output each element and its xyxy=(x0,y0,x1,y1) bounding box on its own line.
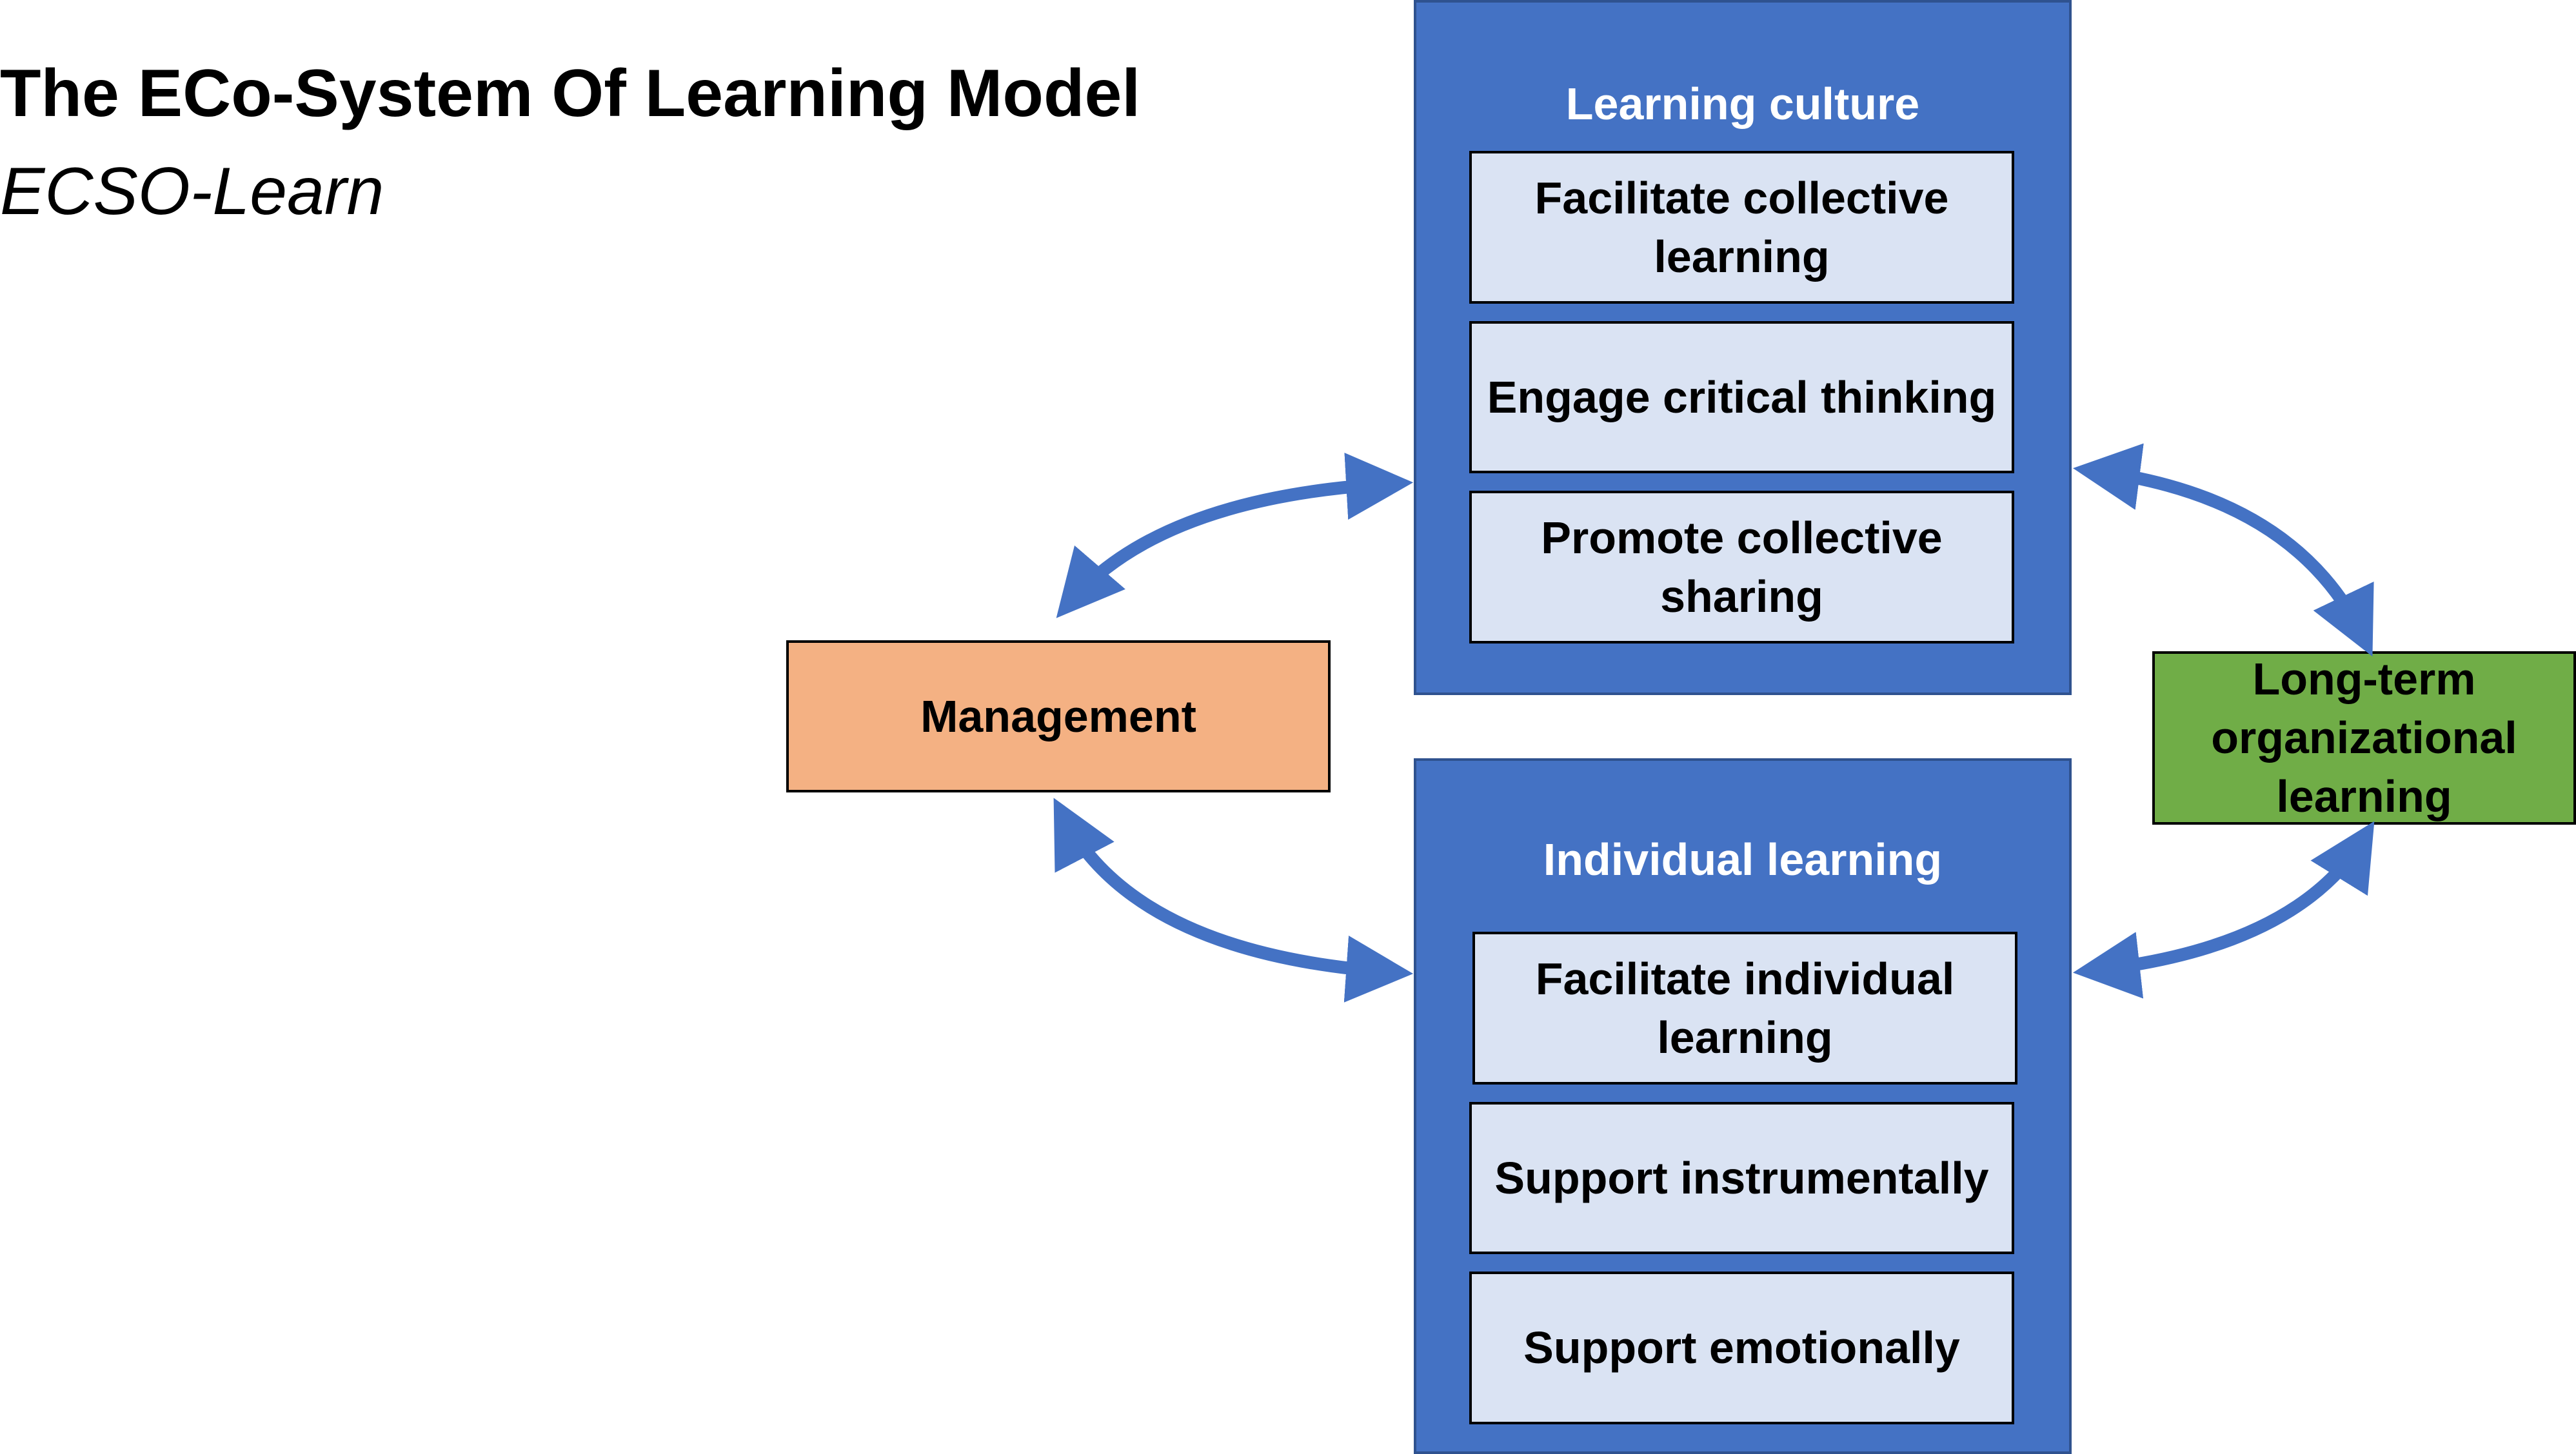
diagram-subtitle: ECSO-Learn xyxy=(0,154,384,229)
facilitate-collective-learning-box: Facilitate collective learning xyxy=(1469,151,2014,304)
diagram-title: The ECo-System Of Learning Model xyxy=(0,56,1141,131)
promote-collective-sharing-box: Promote collective sharing xyxy=(1469,491,2014,643)
facilitate-individual-learning-box: Facilitate individual learning xyxy=(1472,932,2017,1085)
arrow-management-learning-culture xyxy=(1056,453,1414,618)
learning-culture-panel: Learning culture Facilitate collective l… xyxy=(1414,0,2072,695)
support-emotionally-box: Support emotionally xyxy=(1469,1272,2014,1424)
arrow-management-individual-learning xyxy=(1053,798,1414,1003)
management-box: Management xyxy=(786,640,1331,792)
arrow-individual-learning-long-term xyxy=(2072,821,2375,999)
engage-critical-thinking-box: Engage critical thinking xyxy=(1469,321,2014,473)
individual-learning-title: Individual learning xyxy=(1543,834,1943,885)
arrow-learning-culture-long-term xyxy=(2073,443,2374,657)
support-instrumentally-box: Support instrumentally xyxy=(1469,1102,2014,1254)
learning-culture-title: Learning culture xyxy=(1565,79,1920,129)
individual-learning-panel: Individual learning Facilitate individua… xyxy=(1414,758,2072,1454)
